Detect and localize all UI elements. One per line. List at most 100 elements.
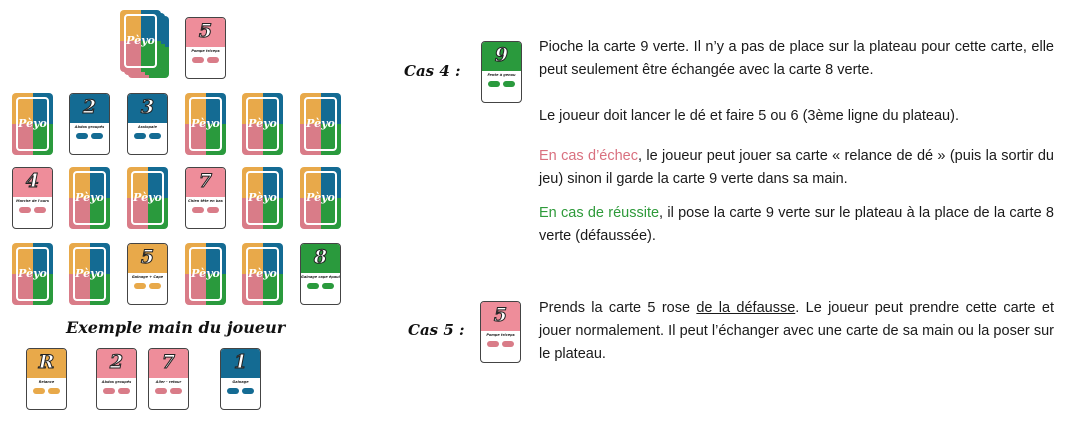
- card-frame: [16, 97, 49, 151]
- exercise-illustration: [128, 133, 167, 139]
- card-frame: [246, 171, 279, 225]
- peyo-logo: Pèyo: [248, 191, 277, 204]
- figure-icon: [226, 388, 239, 394]
- card-back: Pèyo: [12, 243, 53, 305]
- exercise-illustration: [481, 341, 520, 347]
- card-frame: [246, 247, 279, 301]
- card-header: 4: [13, 168, 52, 197]
- figure-icon: [118, 388, 131, 394]
- exercise-illustration: [97, 388, 136, 394]
- card-back: Pèyo: [300, 167, 341, 229]
- peyo-logo: Pèyo: [306, 117, 335, 130]
- card-number: 5: [493, 304, 508, 327]
- failure-text: , le joueur peut jouer sa carte « relanc…: [539, 148, 1054, 187]
- figure-icon: [191, 57, 204, 63]
- card-number: 2: [109, 351, 124, 374]
- card-exercise-name: Relance: [38, 380, 55, 384]
- card-frame: [73, 247, 106, 301]
- card-frame: [189, 247, 222, 301]
- card-header: 7: [186, 168, 225, 197]
- peyo-logo: Pèyo: [18, 117, 47, 130]
- success-label: En cas de réussite: [539, 205, 660, 221]
- card-number: 7: [161, 351, 176, 374]
- cas5-text-a: Prends la carte 5 rose: [539, 300, 697, 316]
- exercise-illustration: [221, 388, 260, 394]
- card-back: Pèyo: [12, 93, 53, 155]
- figure-icon: [48, 388, 61, 394]
- peyo-logo: Pèyo: [75, 191, 104, 204]
- peyo-logo: Pèyo: [75, 267, 104, 280]
- card-number: 7: [198, 170, 213, 193]
- exercise-illustration: [301, 283, 340, 289]
- card-back: Pèyo: [300, 93, 341, 155]
- card-back: Pèyo: [242, 243, 283, 305]
- cas4-paragraph-3: En cas d’échec, le joueur peut jouer sa …: [539, 145, 1054, 191]
- card-header: 8: [301, 244, 340, 273]
- card-exercise-name: Marche de l'ours: [16, 199, 49, 203]
- card-number: 1: [233, 351, 248, 374]
- exercise-illustration: [482, 81, 521, 87]
- figure-icon: [75, 133, 88, 139]
- card-header: 7: [149, 349, 188, 378]
- figure-icon: [32, 388, 45, 394]
- card-exercise-name: Abdos groupés: [74, 125, 105, 129]
- card-frame: [189, 97, 222, 151]
- peyo-logo: Pèyo: [133, 191, 162, 204]
- card-number: 5: [198, 20, 213, 43]
- peyo-logo: Pèyo: [248, 117, 277, 130]
- peyo-logo: Pèyo: [191, 267, 220, 280]
- figure-icon: [191, 207, 204, 213]
- card-number: 4: [25, 170, 40, 193]
- card-header: 5: [128, 244, 167, 273]
- failure-label: En cas d’échec: [539, 148, 638, 164]
- figure-icon: [207, 207, 220, 213]
- figure-icon: [102, 388, 115, 394]
- peyo-logo: Pèyo: [191, 117, 220, 130]
- figure-icon: [18, 207, 31, 213]
- card-frame: [246, 97, 279, 151]
- card-exercise-name: Abdos groupés: [101, 380, 132, 384]
- card-back: Pèyo: [242, 93, 283, 155]
- exercise-illustration: [128, 283, 167, 289]
- cas5-label: Cas 5 :: [408, 321, 465, 339]
- card-header: 2: [97, 349, 136, 378]
- exercise-illustration: [186, 57, 225, 63]
- card-back: Pèyo: [185, 93, 226, 155]
- card-header: 9: [482, 42, 521, 71]
- cas5-text-b: . Le joueur peut prendre cette carte et …: [539, 300, 1054, 362]
- card-header: R: [27, 349, 66, 378]
- figure-icon: [242, 388, 255, 394]
- exercise-illustration: [149, 388, 188, 394]
- card-header: 5: [186, 18, 225, 47]
- cas4-paragraph-4: En cas de réussite, il pose la carte 9 v…: [539, 202, 1054, 248]
- figure-icon: [34, 207, 47, 213]
- figure-icon: [306, 283, 319, 289]
- figure-icon: [170, 388, 183, 394]
- exercise-illustration: [27, 388, 66, 394]
- card-header: 5: [481, 302, 520, 331]
- card-header: 3: [128, 94, 167, 123]
- card-exercise-name: Gainage + Cape: [131, 275, 164, 279]
- card-back: Pèyo: [69, 167, 110, 229]
- card-back: Pèyo: [242, 167, 283, 229]
- card-back: Pèyo: [127, 167, 168, 229]
- card-header: 2: [70, 94, 109, 123]
- card-back: Pèyo: [120, 10, 161, 72]
- figure-icon: [486, 341, 499, 347]
- peyo-logo: Pèyo: [306, 191, 335, 204]
- peyo-logo: Pèyo: [126, 34, 155, 47]
- exercise-illustration: [13, 207, 52, 213]
- peyo-logo: Pèyo: [18, 267, 47, 280]
- card-number: R: [38, 351, 55, 374]
- card-number: 8: [313, 246, 328, 269]
- figure-icon: [154, 388, 167, 394]
- figure-icon: [322, 283, 335, 289]
